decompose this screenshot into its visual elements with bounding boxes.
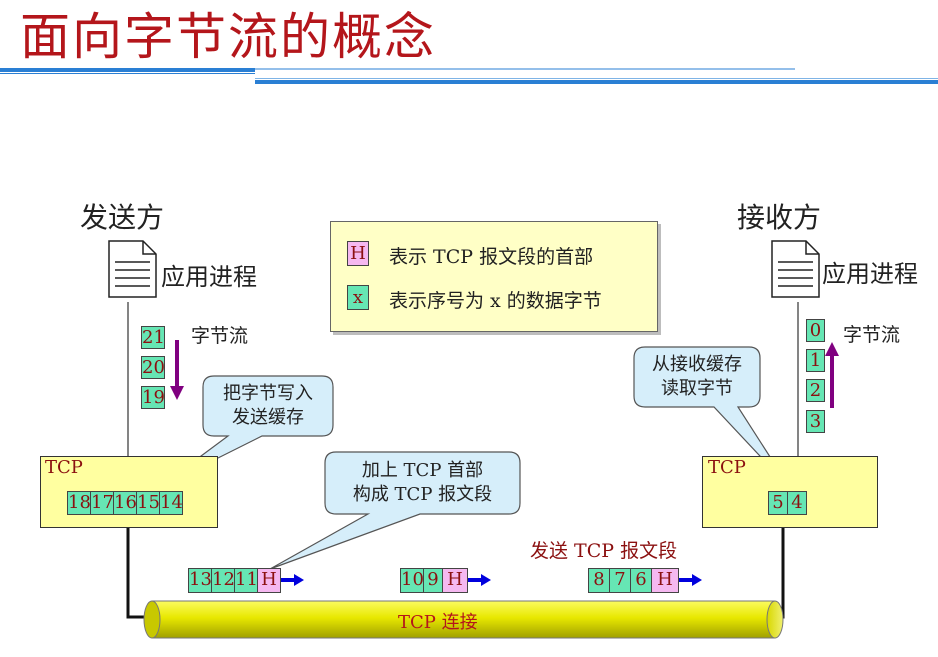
pipe-cap-right bbox=[766, 600, 784, 639]
sender-stream-byte: 19 bbox=[141, 386, 165, 409]
receiver-stream-byte: 3 bbox=[806, 410, 825, 433]
title-rule-right bbox=[255, 80, 938, 84]
callout-read-shape bbox=[633, 346, 791, 489]
segment-byte: 6 bbox=[630, 568, 652, 593]
callout-read-line-1: 从接收缓存 bbox=[652, 354, 742, 375]
receiver-buffer-byte: 4 bbox=[787, 491, 807, 515]
callout-write-text: 把字节写入 发送缓存 bbox=[203, 382, 333, 430]
receiver-document-icon bbox=[771, 240, 820, 298]
legend-header-symbol: H bbox=[347, 241, 369, 266]
receiver-buffer-byte: 5 bbox=[768, 491, 788, 515]
sender-buffer-byte: 17 bbox=[90, 491, 114, 515]
page-title: 面向字节流的概念 bbox=[20, 8, 436, 66]
sender-label: 发送方 bbox=[80, 201, 165, 234]
segment-arrow-1 bbox=[281, 574, 304, 586]
sender-buffer-byte: 16 bbox=[113, 491, 137, 515]
receiver-process-label: 应用进程 bbox=[822, 260, 918, 288]
receiver-stream-arrowhead bbox=[825, 342, 839, 356]
sender-tcp-label: TCP bbox=[45, 457, 83, 478]
segment-arrow-2 bbox=[468, 574, 491, 586]
tcp-connection-label: TCP 连接 bbox=[398, 612, 478, 633]
segment-byte: 9 bbox=[423, 568, 443, 593]
legend-box: H 表示 TCP 报文段的首部 x 表示序号为 x 的数据字节 bbox=[330, 221, 658, 332]
segment-byte: 11 bbox=[234, 568, 258, 593]
callout-read-line-2: 读取字节 bbox=[661, 378, 733, 399]
segment-arrow-3 bbox=[679, 574, 702, 586]
legend-byte-text: 表示序号为 x 的数据字节 bbox=[389, 290, 602, 312]
title-rule-thin bbox=[0, 73, 255, 74]
segment-byte: 10 bbox=[400, 568, 424, 593]
receiver-tcp-label: TCP bbox=[708, 457, 746, 478]
receiver-stream-label: 字节流 bbox=[843, 324, 901, 346]
sender-process-label: 应用进程 bbox=[161, 263, 257, 291]
segment-header: H bbox=[651, 568, 679, 593]
callout-write-line-1: 把字节写入 bbox=[223, 383, 313, 404]
sender-buffer-byte: 15 bbox=[136, 491, 160, 515]
receiver-stream-byte: 0 bbox=[806, 319, 825, 342]
callout-segment-shape bbox=[269, 451, 521, 570]
sender-stream-byte: 21 bbox=[141, 326, 165, 349]
callout-segment-line-1: 加上 TCP 首部 bbox=[361, 460, 484, 481]
legend-byte-symbol: x bbox=[347, 285, 369, 310]
callout-write-line-2: 发送缓存 bbox=[232, 407, 304, 428]
sender-pipe-line bbox=[126, 528, 150, 619]
callout-read-text: 从接收缓存 读取字节 bbox=[634, 353, 760, 401]
send-segment-label: 发送 TCP 报文段 bbox=[530, 540, 678, 562]
pipe-cap-left bbox=[143, 600, 161, 639]
sender-stream-label: 字节流 bbox=[191, 325, 249, 347]
title-rule-right-thin bbox=[255, 78, 938, 79]
segment-header: H bbox=[442, 568, 468, 593]
segment-byte: 12 bbox=[211, 568, 235, 593]
legend-header-text: 表示 TCP 报文段的首部 bbox=[389, 246, 594, 268]
receiver-stream-byte: 1 bbox=[806, 349, 825, 372]
segment-byte: 7 bbox=[609, 568, 631, 593]
sender-buffer-byte: 14 bbox=[159, 491, 183, 515]
sender-buffer-byte: 18 bbox=[67, 491, 91, 515]
callout-segment-text: 加上 TCP 首部 构成 TCP 报文段 bbox=[325, 459, 520, 507]
segment-header: H bbox=[257, 568, 281, 593]
receiver-stream-byte: 2 bbox=[806, 379, 825, 402]
sender-stream-byte: 20 bbox=[141, 356, 165, 379]
title-rule-thick bbox=[0, 68, 255, 72]
segment-byte: 13 bbox=[188, 568, 212, 593]
segment-byte: 8 bbox=[588, 568, 610, 593]
callout-segment-line-2: 构成 TCP 报文段 bbox=[352, 484, 493, 505]
sender-document-icon bbox=[108, 240, 157, 298]
sender-stream-arrowhead bbox=[170, 386, 184, 400]
receiver-label: 接收方 bbox=[737, 201, 822, 234]
